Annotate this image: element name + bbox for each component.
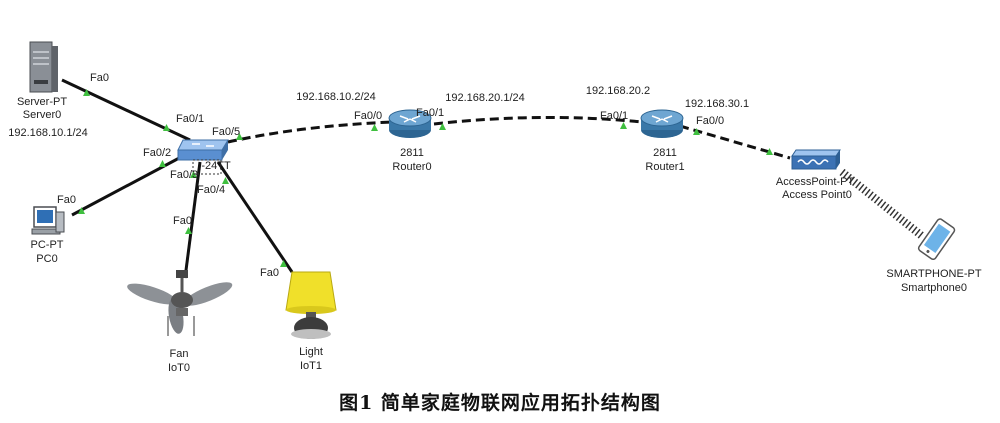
phone-name-label: Smartphone0 — [901, 282, 967, 294]
router1-fa01-ip-label: 192.168.20.2 — [586, 85, 650, 97]
wireless-link-ap-phone — [839, 168, 925, 240]
ap-name-label: Access Point0 — [782, 189, 852, 201]
server-port-label: Fa0 — [90, 72, 109, 84]
server-ip-label: 192.168.10.1/24 — [8, 127, 88, 139]
port-marker — [185, 227, 192, 234]
port-marker — [280, 260, 287, 267]
access-point-icon[interactable] — [791, 149, 841, 170]
ap-type-label: AccessPoint-PT — [776, 176, 855, 188]
phone-type-label: SMARTPHONE-PT — [886, 268, 981, 280]
server-type-label: Server-PT — [17, 96, 67, 108]
switch-port-fa03-label: Fa0/3 — [170, 169, 198, 181]
link-fan-switch — [183, 161, 202, 279]
router0-model-label: 2811 — [400, 147, 424, 159]
router1-fa00-ip-label: 192.168.30.1 — [685, 98, 749, 110]
fan-type-label: Fan — [170, 348, 189, 360]
switch-port-fa05-label: Fa0/5 — [212, 126, 240, 138]
router0-name-label: Router0 — [392, 161, 431, 173]
router1-model-label: 2811 — [653, 147, 677, 159]
figure-caption: 图1 简单家庭物联网应用拓扑结构图 — [339, 392, 661, 414]
topology-diagram: Server-PT Server0 192.168.10.1/24 -24TT … — [8, 41, 982, 374]
fan-port-label: Fa0 — [173, 215, 192, 227]
links — [61, 78, 925, 279]
port-marker — [83, 89, 90, 96]
light-port-label: Fa0 — [260, 267, 279, 279]
port-marker — [222, 177, 229, 184]
fan-icon[interactable] — [125, 270, 235, 336]
router1-port-fa00-label: Fa0/0 — [696, 115, 724, 127]
switch-port-fa02-label: Fa0/2 — [143, 147, 171, 159]
link-router0-router1 — [433, 115, 643, 126]
switch-port-fa01-label: Fa0/1 — [176, 113, 204, 125]
smartphone-icon[interactable] — [917, 218, 956, 261]
port-marker — [371, 124, 378, 131]
pc-name-label: PC0 — [36, 253, 57, 265]
router0-port-fa00-label: Fa0/0 — [354, 110, 382, 122]
router1-icon[interactable] — [640, 109, 684, 138]
router0-fa01-ip-label: 192.168.20.1/24 — [445, 92, 525, 104]
router1-name-label: Router1 — [645, 161, 684, 173]
port-marker — [693, 128, 700, 135]
light-type-label: Light — [299, 346, 323, 358]
light-name-label: IoT1 — [300, 360, 322, 372]
router0-fa00-ip-label: 192.168.10.2/24 — [296, 91, 376, 103]
switch-model-label: -24TT — [201, 160, 231, 172]
server-icon[interactable] — [29, 41, 58, 93]
lamp-icon[interactable] — [285, 271, 337, 339]
port-marker — [163, 124, 170, 131]
router0-icon[interactable] — [388, 109, 432, 138]
switch-port-fa04-label: Fa0/4 — [197, 184, 225, 196]
server-name-label: Server0 — [23, 109, 62, 121]
link-pc-switch — [71, 154, 184, 217]
link-switch-router0 — [227, 120, 393, 144]
switch-icon[interactable] — [177, 139, 229, 175]
link-light-switch — [216, 161, 294, 273]
pc-port-label: Fa0 — [57, 194, 76, 206]
port-marker — [439, 123, 446, 130]
pc-icon[interactable] — [31, 206, 65, 235]
router0-port-fa01-label: Fa0/1 — [416, 107, 444, 119]
port-marker — [159, 160, 166, 167]
router1-port-fa01-label: Fa0/1 — [600, 110, 628, 122]
port-marker — [766, 148, 773, 155]
port-markers — [78, 89, 773, 267]
pc-type-label: PC-PT — [31, 239, 64, 251]
link-router1-ap — [679, 124, 791, 160]
port-marker — [78, 207, 85, 214]
port-marker — [620, 122, 627, 129]
port-marker — [236, 133, 243, 140]
fan-name-label: IoT0 — [168, 362, 190, 374]
